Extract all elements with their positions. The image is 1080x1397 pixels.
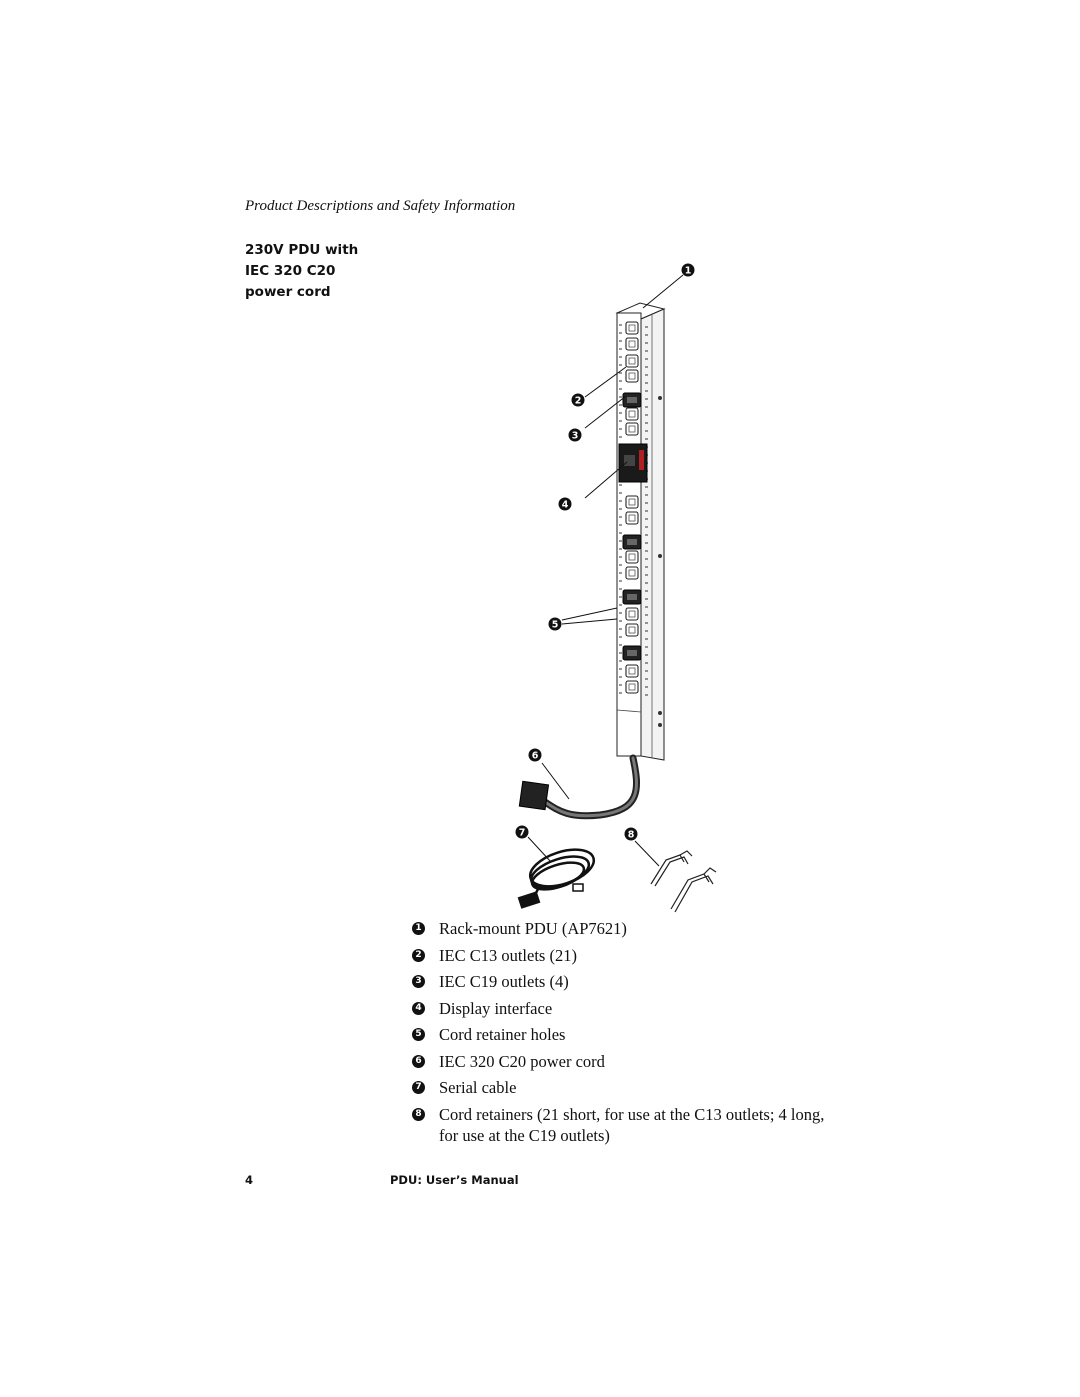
callout-number-icon: 1 <box>412 922 425 935</box>
callout-number: 6 <box>532 751 539 762</box>
c19-outlet-icon <box>622 534 642 550</box>
c13-outlet-icon <box>625 664 639 678</box>
power-cord-illustration <box>518 754 641 820</box>
callout-number: 3 <box>572 431 579 442</box>
callout-number-icon: 5 <box>412 1028 425 1041</box>
callout-marker: 8 <box>624 827 638 841</box>
callout-number: 5 <box>552 620 559 631</box>
callout-markers: 1 2 3 4 5 6 7 8 <box>515 263 695 841</box>
legend-item: 1 Rack-mount PDU (AP7621) <box>412 918 832 939</box>
callout-marker: 7 <box>515 825 529 839</box>
leader-lines <box>527 274 684 867</box>
c13-outlet-icon <box>625 407 639 421</box>
legend-item: 3 IEC C19 outlets (4) <box>412 971 832 992</box>
legend-item: 2 IEC C13 outlets (21) <box>412 945 832 966</box>
callout-number-icon: 8 <box>412 1107 425 1121</box>
legend-item-text: IEC C13 outlets (21) <box>439 945 577 965</box>
callout-marker: 1 <box>681 263 695 277</box>
c13-outlet-icon <box>625 495 639 509</box>
callout-marker: 6 <box>528 748 542 762</box>
figure-side-caption: 230V PDU with IEC 320 C20 power cord <box>245 240 405 303</box>
legend-item-text: Display interface <box>439 998 553 1018</box>
callout-number: 1 <box>685 266 692 277</box>
legend-item-text: Cord retainers (21 short, for use at the… <box>439 1104 825 1145</box>
document-title: PDU: User’s Manual <box>390 1173 519 1187</box>
c13-outlet-icon <box>625 607 639 621</box>
legend-item-text: Rack-mount PDU (AP7621) <box>439 919 627 938</box>
caption-line: power cord <box>245 284 331 300</box>
legend-item-text: IEC C19 outlets (4) <box>439 972 569 991</box>
callout-marker: 4 <box>558 497 572 511</box>
callout-number: 8 <box>628 830 635 841</box>
callout-number-icon: 7 <box>412 1081 425 1094</box>
legend-item-text: Cord retainer holes <box>439 1025 566 1044</box>
serial-cable-illustration <box>517 848 596 909</box>
callout-marker: 2 <box>571 393 585 407</box>
legend-item-text: Serial cable <box>439 1078 517 1097</box>
callout-number: 7 <box>519 828 526 839</box>
legend-item: 7 Serial cable <box>412 1077 832 1098</box>
c13-outlet-icon <box>625 369 639 383</box>
c13-outlet-icon <box>625 337 639 351</box>
c13-outlet-icon <box>625 680 639 694</box>
outlet-column <box>619 321 648 696</box>
c13-outlet-icon <box>625 321 639 335</box>
legend-item-text: IEC 320 C20 power cord <box>439 1051 605 1071</box>
c13-outlet-icon <box>625 354 639 368</box>
caption-line: 230V PDU with <box>245 242 359 258</box>
c19-outlet-icon <box>622 392 642 408</box>
callout-number-icon: 3 <box>412 975 425 988</box>
callout-marker: 3 <box>568 428 582 442</box>
c19-outlet-icon <box>622 645 642 661</box>
callout-number-icon: 2 <box>412 948 425 962</box>
callout-number-icon: 4 <box>412 1001 425 1015</box>
page-number: 4 <box>245 1173 254 1187</box>
callout-number-icon: 6 <box>412 1054 425 1068</box>
legend-item: 5 Cord retainer holes <box>412 1024 832 1045</box>
figure-legend: 1 Rack-mount PDU (AP7621) 2 IEC C13 outlet… <box>412 918 832 1151</box>
c20-plug-icon <box>518 780 550 811</box>
pdu-unit-illustration <box>615 302 666 761</box>
c13-outlet-icon <box>625 623 639 637</box>
c13-outlet-icon <box>625 566 639 580</box>
cord-retainers-illustration <box>650 850 717 913</box>
legend-item: 8 Cord retainers (21 short, for use at th… <box>412 1104 832 1146</box>
legend-item: 4 Display interface <box>412 998 832 1019</box>
c13-outlet-icon <box>625 511 639 525</box>
caption-line: IEC 320 C20 <box>245 263 336 279</box>
c19-outlet-icon <box>622 589 642 605</box>
legend-item: 6 IEC 320 C20 power cord <box>412 1051 832 1072</box>
c13-outlet-icon <box>625 550 639 564</box>
pdu-figure: 1 2 3 4 5 6 7 8 <box>515 263 717 913</box>
callout-marker: 5 <box>548 617 562 631</box>
running-header: Product Descriptions and Safety Informat… <box>245 198 516 214</box>
callout-number: 4 <box>562 500 569 511</box>
callout-number: 2 <box>575 396 582 407</box>
c13-outlet-icon <box>625 422 639 436</box>
